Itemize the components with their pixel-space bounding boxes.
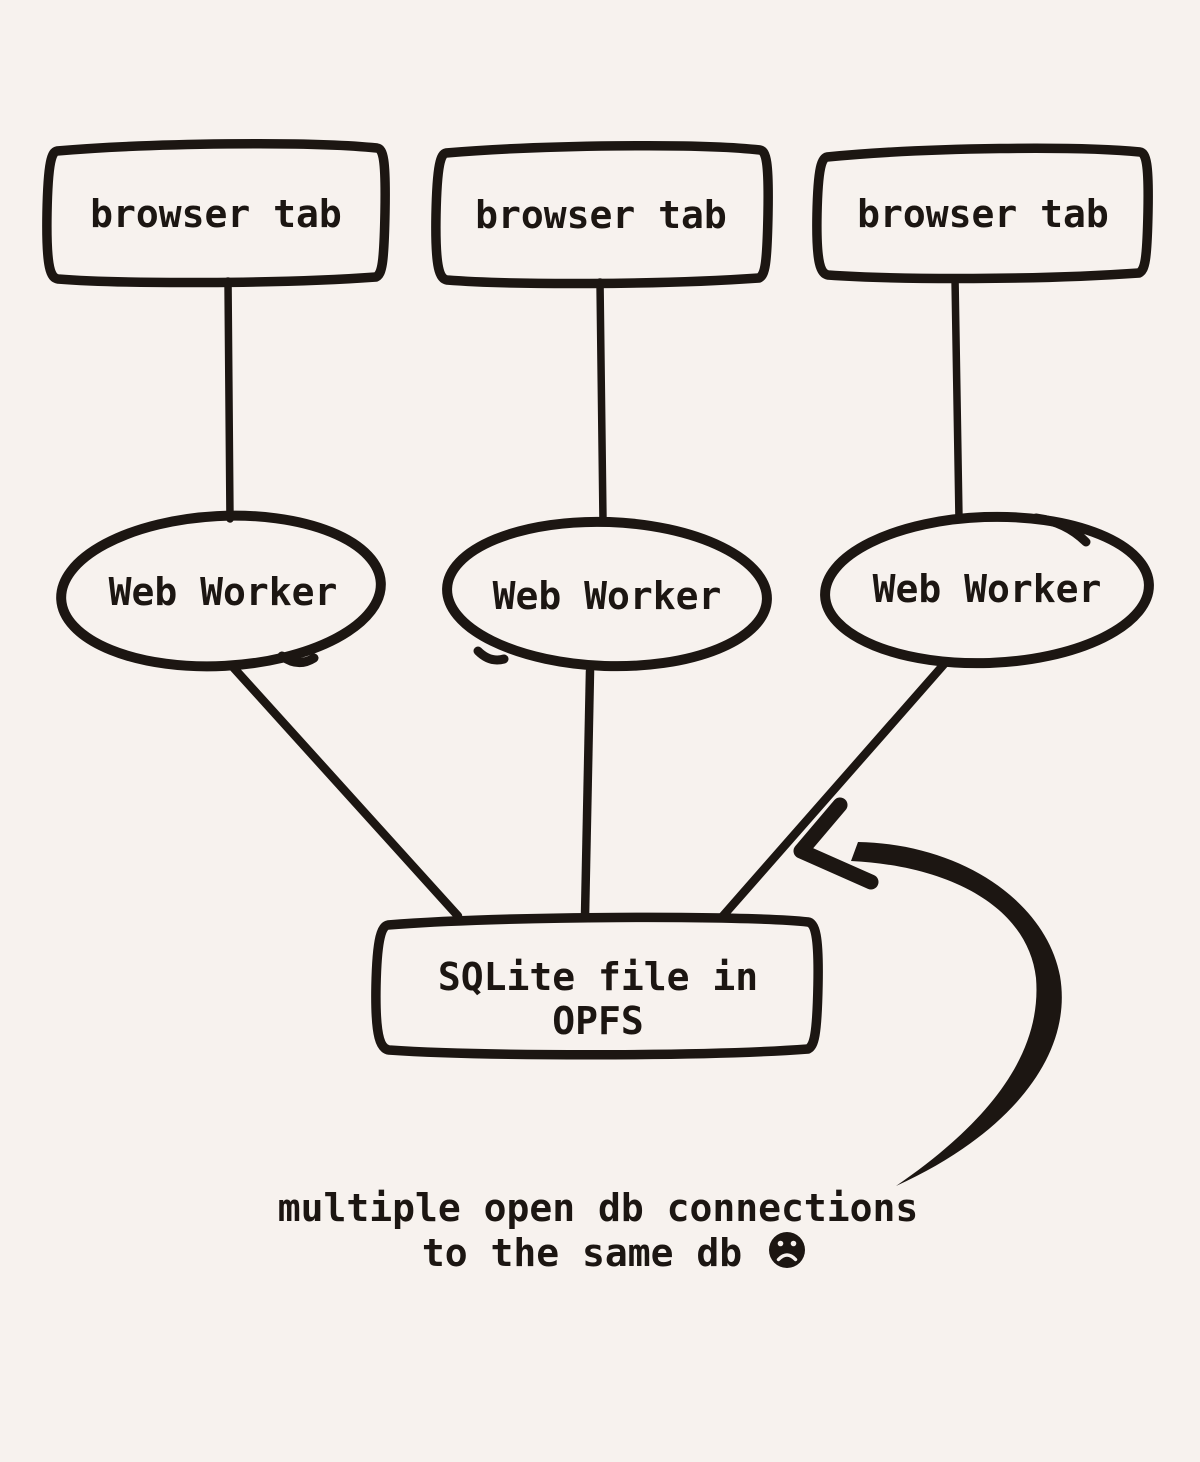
web-worker-ellipse-3-pen-hook: [1031, 513, 1091, 547]
tab-worker-connector-2: [596, 278, 607, 525]
web-worker-node-1: Web Worker: [56, 510, 386, 672]
web-worker-label-3: Web Worker: [873, 567, 1102, 611]
curved-arrow: [793, 797, 1062, 1186]
browser-tab-node-3: browser tab: [812, 143, 1153, 284]
browser-tab-node-1: browser tab: [42, 138, 390, 288]
frowning-face-right-eye: [790, 1240, 797, 1247]
worker-db-connector-2: [580, 666, 595, 921]
tab-worker-connector-3: [951, 274, 963, 523]
curved-arrow-shaft: [851, 842, 1062, 1186]
browser-tab-label-3: browser tab: [857, 192, 1109, 236]
web-worker-node-3: Web Worker: [820, 511, 1154, 669]
web-worker-ellipse-2: [442, 516, 772, 672]
tab-worker-connector-1: [224, 277, 234, 523]
web-worker-ellipse-3: [820, 511, 1154, 669]
caption-line-1: multiple open db connections: [278, 1186, 919, 1230]
web-worker-ellipse-1: [56, 510, 386, 672]
web-worker-label-2: Web Worker: [493, 574, 722, 618]
browser-tab-box-2: [431, 140, 773, 289]
curved-arrow-head: [793, 797, 879, 890]
worker-db-connector-1: [227, 661, 463, 921]
sqlite-opfs-label-line2: OPFS: [552, 999, 644, 1043]
frowning-face-left-eye: [777, 1240, 784, 1247]
frowning-face-icon: [769, 1232, 805, 1268]
frowning-face-head: [769, 1232, 805, 1268]
web-worker-ellipse-1-pen-hook: [277, 651, 319, 667]
browser-tab-box-1: [42, 138, 390, 288]
browser-tab-node-2: browser tab: [431, 140, 773, 289]
browser-tab-box-3: [812, 143, 1153, 284]
sqlite-opfs-node: SQLite file in OPFS: [371, 912, 823, 1060]
web-worker-label-1: Web Worker: [109, 570, 338, 614]
caption-line-2: to the same db: [422, 1231, 742, 1275]
browser-tab-label-1: browser tab: [90, 192, 342, 236]
web-worker-node-2: Web Worker: [442, 516, 772, 672]
web-worker-ellipse-2-pen-hook: [473, 646, 509, 665]
caption: multiple open db connections to the same…: [278, 1186, 919, 1275]
browser-tab-label-2: browser tab: [475, 193, 727, 237]
worker-db-connector-3: [717, 657, 951, 922]
sqlite-opfs-label-line1: SQLite file in: [438, 955, 758, 999]
frowning-face-mouth: [776, 1253, 798, 1262]
sqlite-opfs-box: [371, 912, 823, 1060]
